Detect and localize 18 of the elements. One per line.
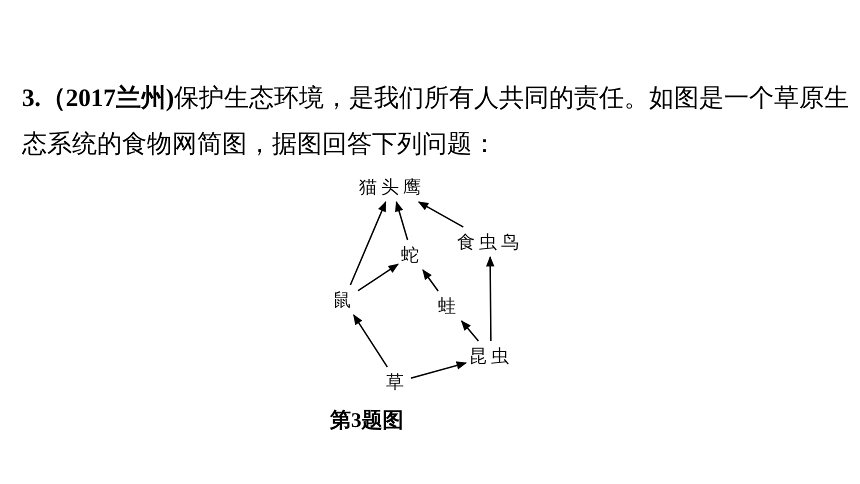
arrow bbox=[486, 256, 494, 341]
arrow bbox=[410, 361, 467, 379]
arrow bbox=[422, 269, 439, 292]
arrow bbox=[395, 201, 408, 240]
organism-label: 蛇 bbox=[401, 243, 423, 267]
organism-label: 昆虫 bbox=[469, 344, 513, 368]
organism-label: 草 bbox=[386, 370, 408, 394]
question-text: 3.（2017兰州)保护生态环境，是我们所有人共同的责任。如图是一个草原生态系统的食物网简图，据图回答下列问题： bbox=[22, 84, 850, 160]
arrow bbox=[418, 201, 464, 228]
organism-label: 蛙 bbox=[438, 294, 460, 318]
arrow bbox=[460, 320, 479, 342]
arrow bbox=[350, 201, 386, 286]
figure-caption: 第3题图 bbox=[330, 407, 404, 434]
arrow bbox=[358, 264, 399, 292]
organism-label: 食虫鸟 bbox=[457, 230, 523, 254]
organism-label: 鼠 bbox=[333, 288, 355, 312]
arrow bbox=[353, 314, 388, 368]
organism-label: 猫头鹰 bbox=[359, 175, 425, 199]
